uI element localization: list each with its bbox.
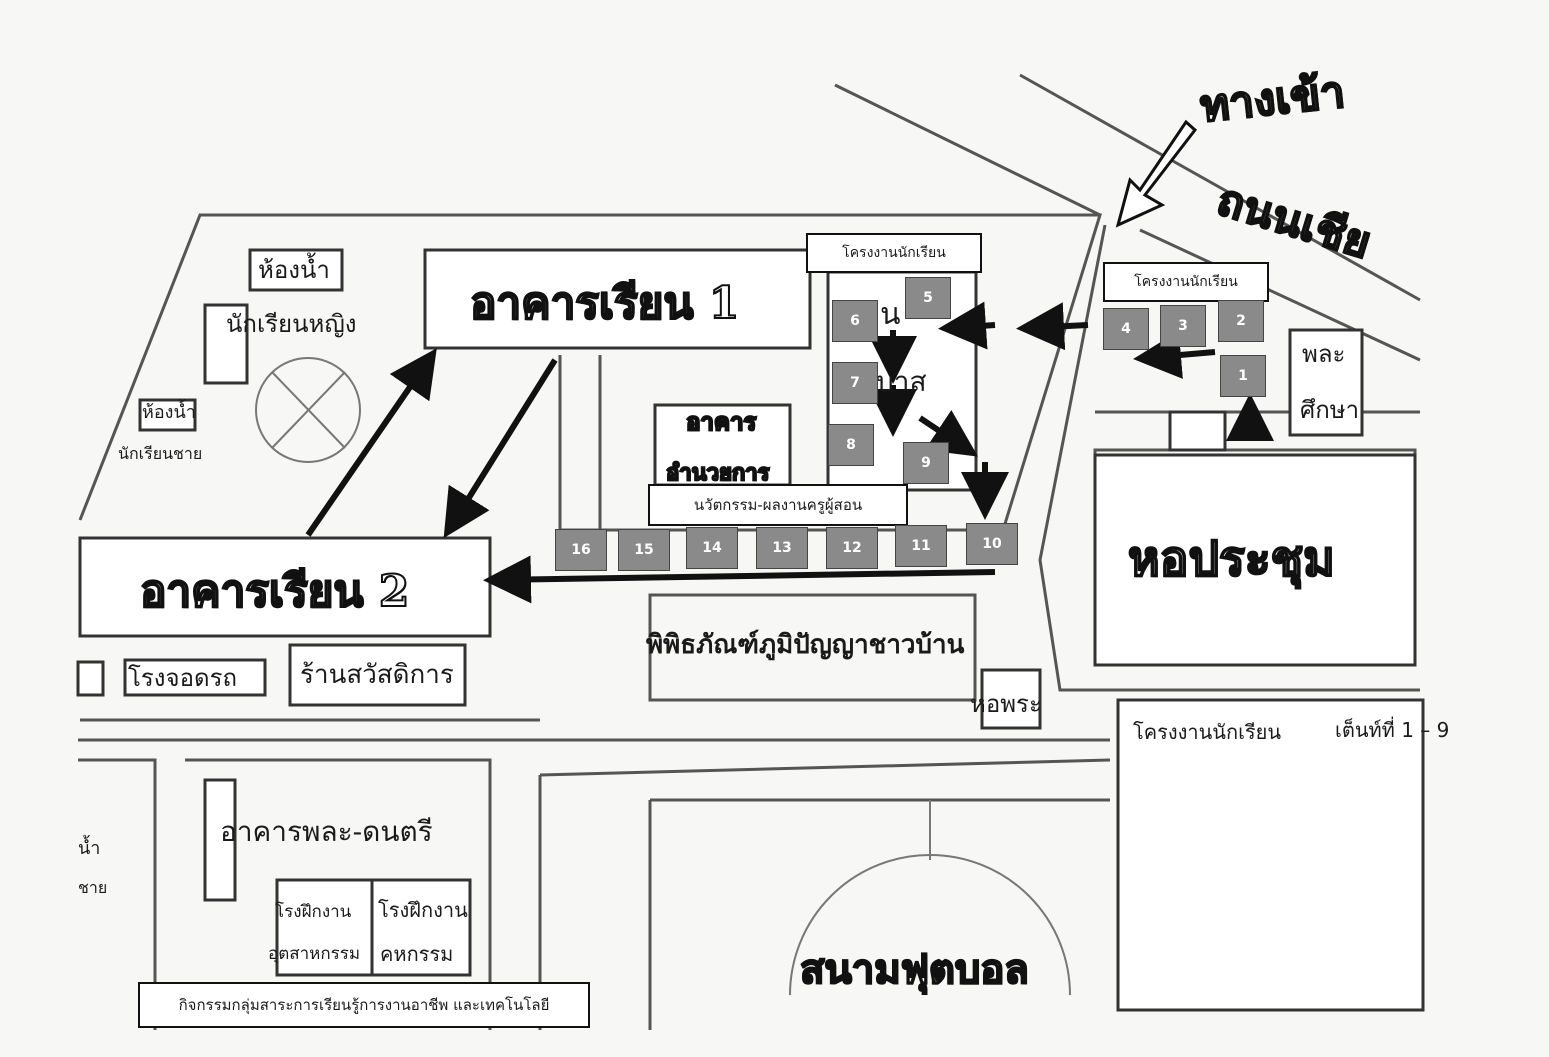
booth-5[interactable]: 5 [905, 277, 951, 319]
field-markings [255, 357, 1071, 996]
court-label-2: บาส [876, 365, 927, 398]
building1-label: อาคารเรียน 1 [469, 278, 740, 329]
workshop1-label-2: อุตสาหกรรม [268, 944, 361, 964]
workshop2-label-1: โรงฝึกงาน [378, 898, 468, 922]
entrance-arrow [1115, 119, 1198, 228]
student-project-label-a: โครงงานนักเรียน [806, 233, 982, 273]
booth-2[interactable]: 2 [1218, 300, 1264, 342]
booth-15[interactable]: 15 [618, 529, 670, 571]
booth-10[interactable]: 10 [966, 523, 1018, 565]
booth-12[interactable]: 12 [826, 527, 878, 569]
toilet-female-label-1: ห้องน้ำ [258, 256, 330, 284]
booth-3[interactable]: 3 [1160, 305, 1206, 347]
booth-8[interactable]: 8 [828, 424, 874, 466]
mid-building-label-2: อำนวยการ [665, 460, 770, 486]
route-arrows [305, 301, 1274, 604]
toilet-male-label-2: นักเรียนชาย [118, 444, 203, 463]
booth-4[interactable]: 4 [1103, 308, 1149, 350]
shop-label: ร้านสวัสดิการ [300, 660, 454, 690]
teacher-innovation-label: นวัตกรรม-ผลงานครูผู้สอน [648, 484, 908, 526]
building2-label: อาคารเรียน 2 [139, 566, 410, 617]
booth-9[interactable]: 9 [903, 442, 949, 484]
left-cut-label-1: น้ำ [78, 838, 101, 859]
booth-14[interactable]: 14 [686, 527, 738, 569]
booth-16[interactable]: 16 [555, 529, 607, 571]
mid-building-label-1: อาคาร [685, 407, 757, 436]
shrine-label: หอพระ [970, 690, 1042, 718]
legend-title: โครงงานนักเรียน [1133, 720, 1282, 744]
booth-11[interactable]: 11 [895, 525, 947, 567]
pe-label-1: พละ [1302, 340, 1346, 368]
student-project-label-b: โครงงานนักเรียน [1103, 262, 1269, 302]
football-field-label: สนามฟุตบอล [799, 946, 1030, 993]
garage-label: โรงจอดรถ [128, 664, 237, 692]
left-cut-label-2: ชาย [78, 878, 108, 897]
court-label-1: น [880, 297, 901, 332]
toilet-female-label-2: นักเรียนหญิง [226, 310, 357, 338]
booth-13[interactable]: 13 [756, 527, 808, 569]
toilet-male-label-1: ห้องน้ำ [142, 402, 196, 423]
workshop1-label-1: โรงฝึกงาน [275, 902, 352, 922]
pe-label-2: ศึกษา [1300, 396, 1360, 424]
booth-6[interactable]: 6 [832, 300, 878, 342]
career-activity-label: กิจกรรมกลุ่มสาระการเรียนรู้การงานอาชีพ แ… [138, 982, 590, 1028]
museum-label: พิพิธภัณฑ์ภูมิปัญญาชาวบ้าน [646, 630, 965, 660]
workshop2-label-2: คหกรรม [380, 942, 454, 966]
booth-1[interactable]: 1 [1220, 355, 1266, 397]
legend-tents: เต็นท์ที่ 1 – 9 [1335, 718, 1450, 742]
auditorium-label: หอประชุม [1127, 531, 1336, 587]
booth-7[interactable]: 7 [832, 362, 878, 404]
music-building-label: อาคารพละ-ดนตรี [220, 815, 433, 848]
